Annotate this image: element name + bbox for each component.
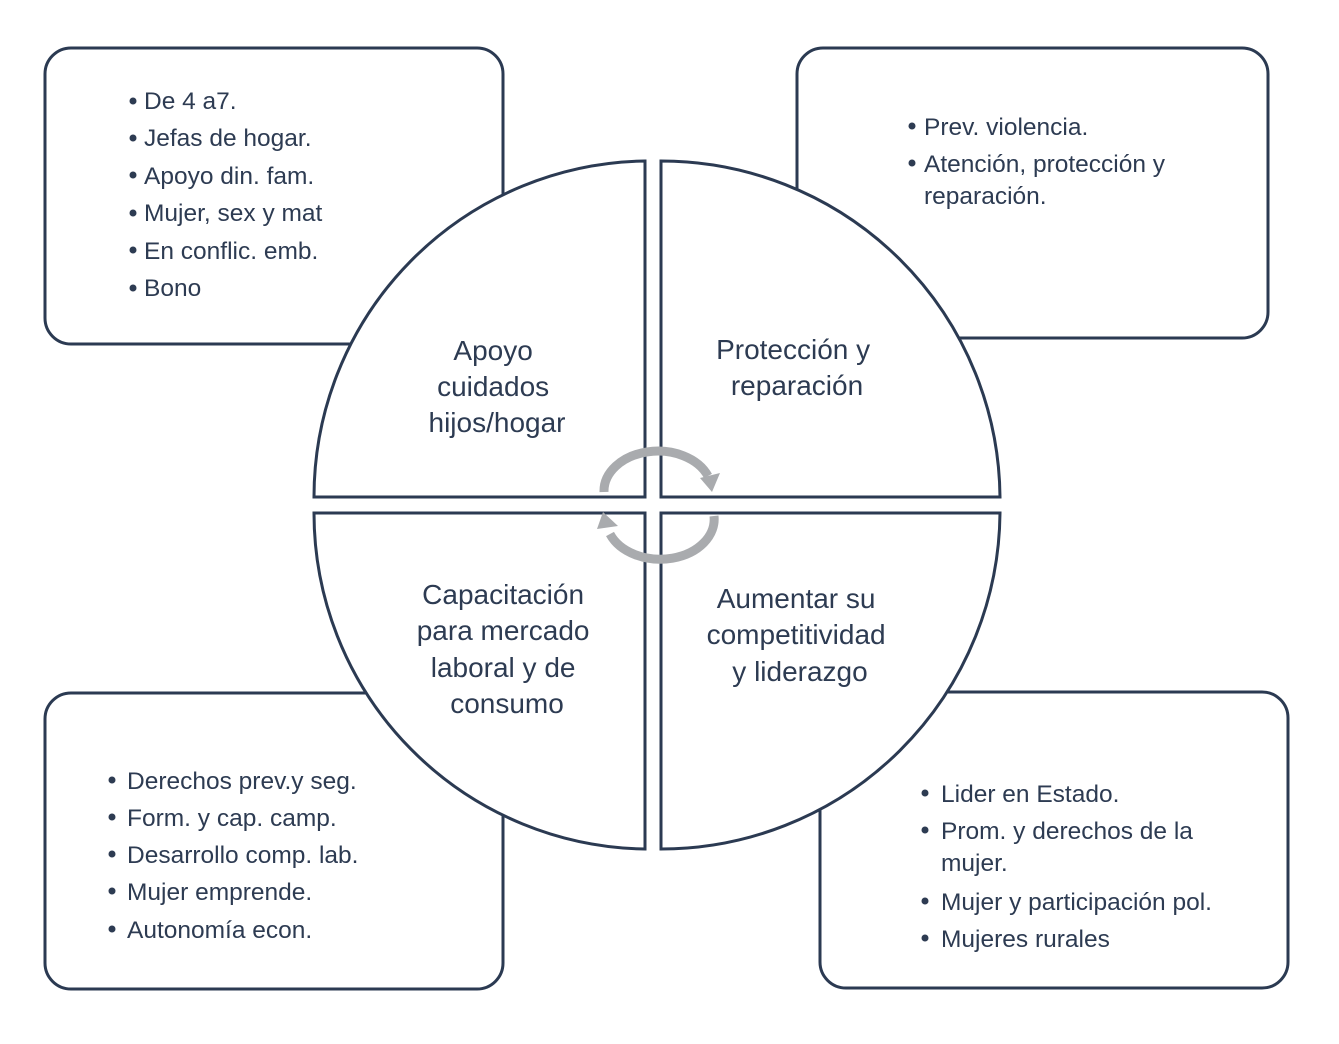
bullet-list-bottom-left: Derechos prev.y seg. Form. y cap. camp. … (108, 768, 358, 944)
quadrant-top-left (312, 159, 647, 499)
list-item-line: Atención, protección y (924, 151, 1166, 178)
list-item: Jefas de hogar. (144, 125, 312, 152)
bullet-list-bottom-right: Lider en Estado. Prom. y derechos de la … (921, 781, 1212, 953)
quadrant-bottom-left (312, 511, 647, 851)
bullet-dot (921, 826, 929, 834)
cycle-arrows-icon (597, 446, 720, 564)
bullet-dot (129, 284, 137, 292)
quadrant-label-line: consumo (450, 688, 564, 719)
list-item: Derechos prev.y seg. (127, 768, 357, 795)
bullet-dot (129, 209, 137, 217)
bullet-boxes (43, 46, 1290, 991)
list-item: Form. y cap. camp. (127, 805, 337, 832)
bullet-dot (108, 850, 116, 858)
quadrant-bottom-right (659, 511, 1002, 851)
list-item: Desarrollo comp. lab. (127, 842, 358, 869)
list-item-line: mujer. (941, 850, 1008, 877)
bullet-dot (129, 97, 137, 105)
list-item: Apoyo din. fam. (144, 163, 314, 190)
quadrant-label-top-left: Apoyo cuidados hijos/hogar (429, 335, 566, 438)
quadrant-label-bottom-right: Aumentar su competitividad y liderazgo (707, 583, 894, 687)
bullet-dot (129, 246, 137, 254)
quadrant-label-line: para mercado (417, 615, 590, 646)
bullet-dot (908, 122, 916, 130)
list-item: Prom. y derechos de la mujer. (941, 818, 1200, 877)
quadrant-label-line: reparación (731, 370, 863, 401)
list-item: Lider en Estado. (941, 781, 1119, 808)
box-bottom-left (43, 691, 505, 991)
bullet-dot (108, 887, 116, 895)
list-item: Atención, protección y reparación. (924, 151, 1172, 210)
quadrant-labels: Apoyo cuidados hijos/hogar Protección y … (417, 334, 894, 719)
quadrant-label-line: laboral y de (431, 652, 576, 683)
list-item: Mujeres rurales (941, 926, 1110, 953)
quadrant-label-line: y liderazgo (732, 656, 867, 687)
bullet-dot (921, 934, 929, 942)
quadrant-label-line: Apoyo (453, 335, 532, 366)
bullet-dot (908, 159, 916, 167)
list-item: Mujer y participación pol. (941, 889, 1212, 916)
list-item: De 4 a7. (144, 88, 237, 115)
list-item: En conflic. emb. (144, 238, 318, 265)
list-item: Bono (144, 275, 201, 302)
bullet-list-top-left: De 4 a7. Jefas de hogar. Apoyo din. fam.… (129, 88, 323, 302)
quadrant-label-line: Aumentar su (717, 583, 876, 614)
bullet-dot (108, 813, 116, 821)
quadrant-label-line: hijos/hogar (429, 407, 566, 438)
list-item: Mujer, sex y mat (144, 200, 323, 227)
bullet-dot (108, 776, 116, 784)
bullet-dot (921, 897, 929, 905)
quadrant-label-line: Protección y (716, 334, 870, 365)
bullet-dot (129, 171, 137, 179)
quadrant-label-top-right: Protección y reparación (716, 334, 878, 401)
quadrant-label-line: cuidados (437, 371, 549, 402)
list-item-line: reparación. (924, 183, 1047, 210)
bullet-dot (108, 925, 116, 933)
box-bottom-right (818, 690, 1290, 990)
bullet-dot (921, 789, 929, 797)
list-item: Mujer emprende. (127, 879, 312, 906)
list-item-line: Prom. y derechos de la (941, 818, 1193, 845)
quadrant-label-bottom-left: Capacitación para mercado laboral y de c… (417, 579, 598, 719)
circle-quadrants (312, 159, 1002, 851)
list-item: Prev. violencia. (924, 114, 1088, 141)
quadrant-top-right (659, 159, 1002, 499)
quadrant-label-line: Capacitación (422, 579, 584, 610)
list-item: Autonomía econ. (127, 917, 312, 944)
bullet-list-top-right: Prev. violencia. Atención, protección y … (908, 114, 1172, 210)
quadrant-label-line: competitividad (707, 619, 886, 650)
bullet-dot (129, 134, 137, 142)
